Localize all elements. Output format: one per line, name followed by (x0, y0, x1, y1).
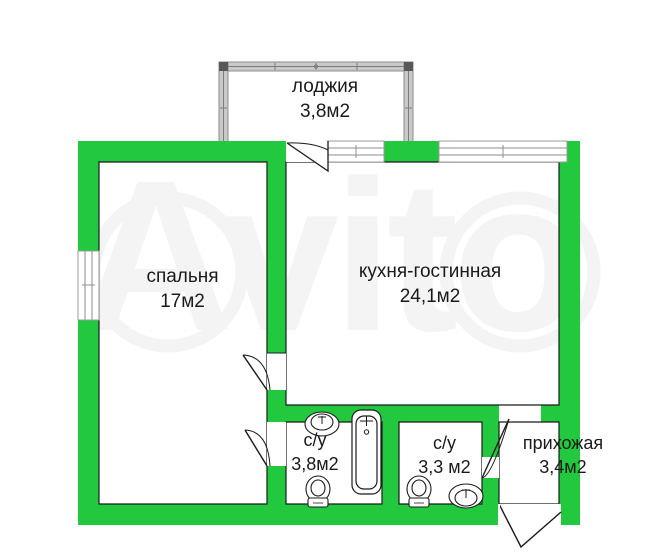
sink-icon (304, 411, 340, 437)
bathtub-icon (351, 409, 382, 495)
kitchen-top-right-window (438, 140, 568, 163)
loggia-left-window (220, 71, 227, 148)
loggia-right-window (405, 71, 412, 148)
entrance-door (498, 503, 562, 549)
sink-icon (448, 483, 484, 509)
bedroom-left-window (77, 250, 100, 321)
watermark-avito: Avito (78, 135, 601, 376)
toilet-icon (406, 475, 432, 508)
bathroom-1-door (244, 422, 286, 467)
svg-text:Avito: Avito (78, 135, 578, 376)
loggia-top-window (228, 63, 404, 70)
loggia-door (286, 141, 329, 173)
loggia-structure (218, 61, 414, 149)
bedroom-door (242, 352, 286, 391)
bathroom-2-door (481, 418, 510, 479)
kitchen-top-left-window (326, 140, 385, 163)
toilet-icon (305, 475, 331, 508)
